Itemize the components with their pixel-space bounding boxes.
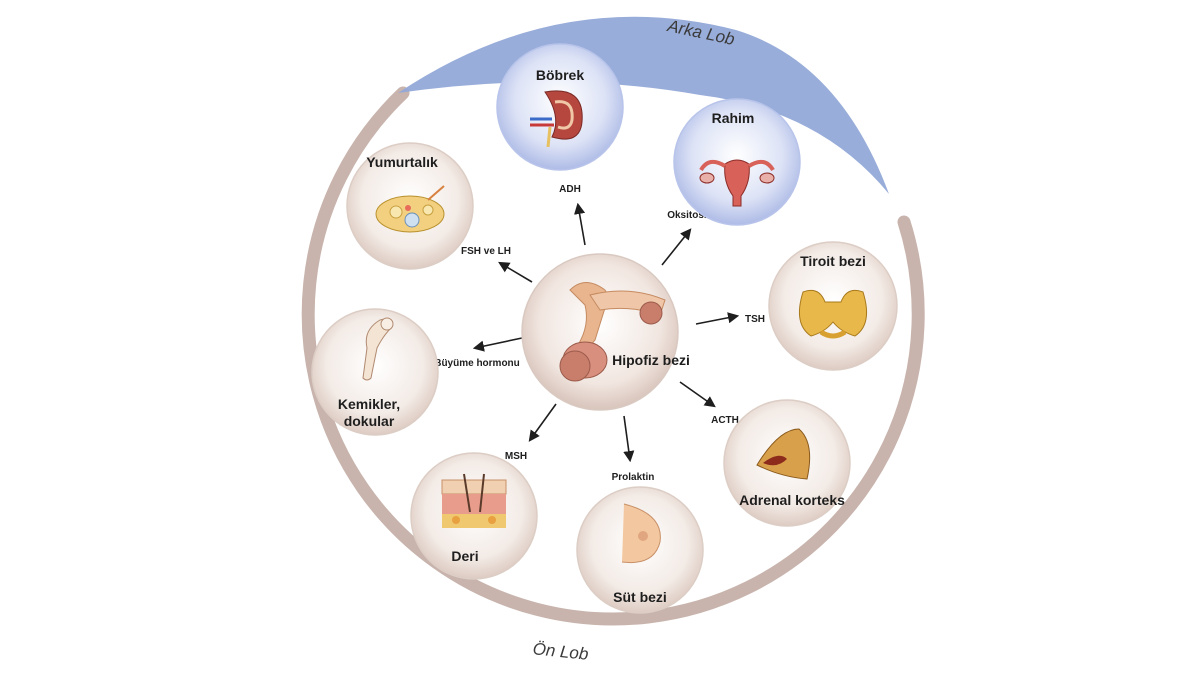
organ-label-bone: Kemikler,dokular: [338, 396, 400, 429]
organ-label-thyroid: Tiroit bezi: [800, 253, 866, 269]
organ-node-breast: Süt bezi: [576, 486, 704, 614]
pituitary-icon: [559, 282, 666, 382]
organ-node-kidney: Böbrek: [496, 43, 624, 171]
arrow-to-thyroid: [695, 312, 740, 325]
pituitary-node: Hipofiz bezi: [521, 253, 690, 411]
organ-node-ovary: Yumurtalık: [346, 142, 474, 270]
thyroid-icon: [798, 289, 868, 339]
anterior-lobe-ring: [301, 86, 925, 626]
posterior-lobe-band: [398, 16, 889, 194]
arrow-to-skin: [528, 403, 557, 442]
organ-node-thyroid: Tiroit bezi: [768, 241, 898, 371]
hormone-label-kidney: ADH: [559, 184, 581, 195]
center-label: Hipofiz bezi: [612, 352, 690, 368]
arrow-to-breast: [623, 415, 635, 463]
arrow-to-adrenal: [679, 381, 716, 408]
hormone-label-breast: Prolaktin: [612, 472, 655, 483]
hormone-label-uterus: Oksitosin: [667, 210, 713, 221]
hormone-label-ovary: FSH ve LH: [461, 246, 511, 257]
organ-label-skin: Deri: [451, 548, 478, 564]
skin-icon: [441, 473, 507, 528]
organ-node-uterus: Rahim: [673, 98, 801, 226]
kidney-icon: [530, 90, 583, 148]
organ-node-bone: Kemikler,dokular: [311, 308, 439, 436]
adrenal-icon: [756, 428, 811, 480]
organ-label-ovary: Yumurtalık: [366, 154, 438, 170]
hormone-label-skin: MSH: [505, 451, 527, 462]
organ-label-adrenal: Adrenal korteks: [739, 492, 845, 508]
arrow-to-ovary: [498, 261, 533, 283]
uterus-icon: [699, 159, 775, 207]
ovary-icon: [375, 185, 445, 233]
organ-label-breast: Süt bezi: [613, 589, 667, 605]
hormone-label-adrenal: ACTH: [711, 415, 739, 426]
breast-icon: [621, 503, 661, 564]
bone-icon: [362, 317, 394, 381]
arrow-to-bone: [472, 337, 523, 352]
anterior-lobe-label: Ön Lob: [532, 639, 589, 664]
arrow-to-uterus: [661, 228, 692, 266]
organ-label-kidney: Böbrek: [536, 67, 584, 83]
hormone-label-thyroid: TSH: [745, 314, 765, 325]
arrow-to-kidney: [574, 202, 586, 246]
organ-node-adrenal: Adrenal korteks: [723, 399, 851, 527]
organ-node-skin: Deri: [410, 452, 538, 580]
hormone-label-bone: Büyüme hormonu: [434, 358, 520, 369]
organ-label-uterus: Rahim: [712, 110, 755, 126]
